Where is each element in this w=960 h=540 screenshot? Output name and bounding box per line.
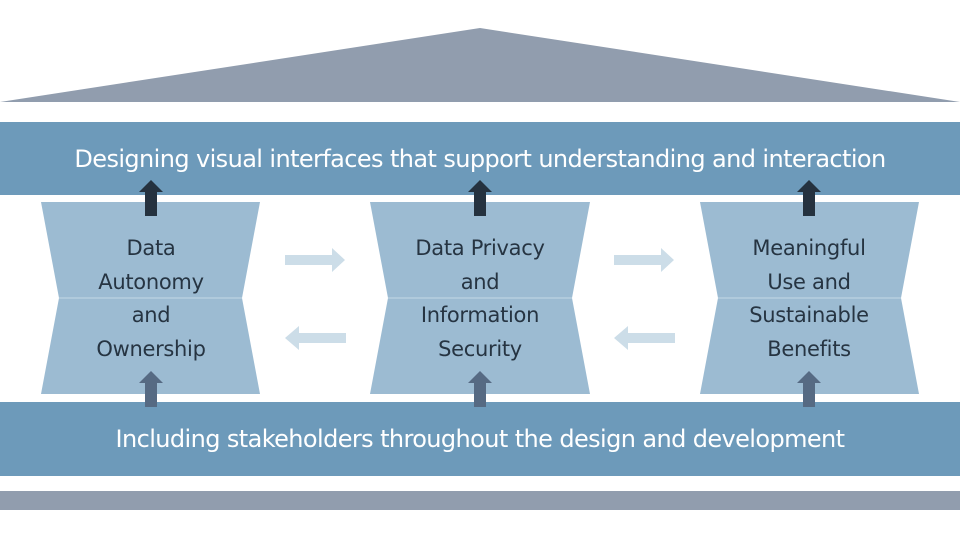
arrow-left-icon bbox=[614, 326, 675, 350]
pillar-line: Security bbox=[438, 336, 522, 361]
top-band: Designing visual interfaces that support… bbox=[0, 122, 960, 195]
pillar-line: Ownership bbox=[96, 336, 206, 361]
pillar-line: Benefits bbox=[767, 336, 851, 361]
pillar-shape-data-privacy bbox=[370, 202, 590, 394]
pillar-shape-data-autonomy bbox=[41, 202, 260, 394]
arrow-left-icon bbox=[285, 326, 346, 350]
top-band-label: Designing visual interfaces that support… bbox=[74, 144, 886, 173]
bottom-band-label: Including stakeholders throughout the de… bbox=[115, 425, 846, 453]
pillar-line: and bbox=[460, 269, 500, 294]
pillar-line: Meaningful bbox=[752, 236, 866, 260]
pillar-data-privacy: Data Privacy and Information Security bbox=[385, 232, 575, 366]
pillar-meaningful-use: Meaningful Use and Sustainable Benefits bbox=[714, 232, 904, 366]
pillar-data-autonomy: Data Autonomy and Ownership bbox=[56, 232, 246, 366]
pillar-line: Sustainable bbox=[749, 303, 869, 327]
pillar-line: Autonomy bbox=[98, 269, 204, 294]
roof bbox=[0, 28, 960, 102]
bottom-band: Including stakeholders throughout the de… bbox=[0, 402, 960, 476]
pillar-line: Information bbox=[420, 303, 540, 327]
pillar-line: Use and bbox=[767, 269, 851, 294]
pillar-line: and bbox=[131, 303, 171, 327]
pillar-line: Data Privacy bbox=[415, 236, 545, 260]
arrow-right-icon bbox=[614, 248, 674, 272]
foundation-base bbox=[0, 491, 960, 510]
pillar-shape-meaningful-use bbox=[700, 202, 919, 394]
arrow-right-icon bbox=[285, 248, 345, 272]
pillar-line: Data bbox=[126, 236, 176, 260]
